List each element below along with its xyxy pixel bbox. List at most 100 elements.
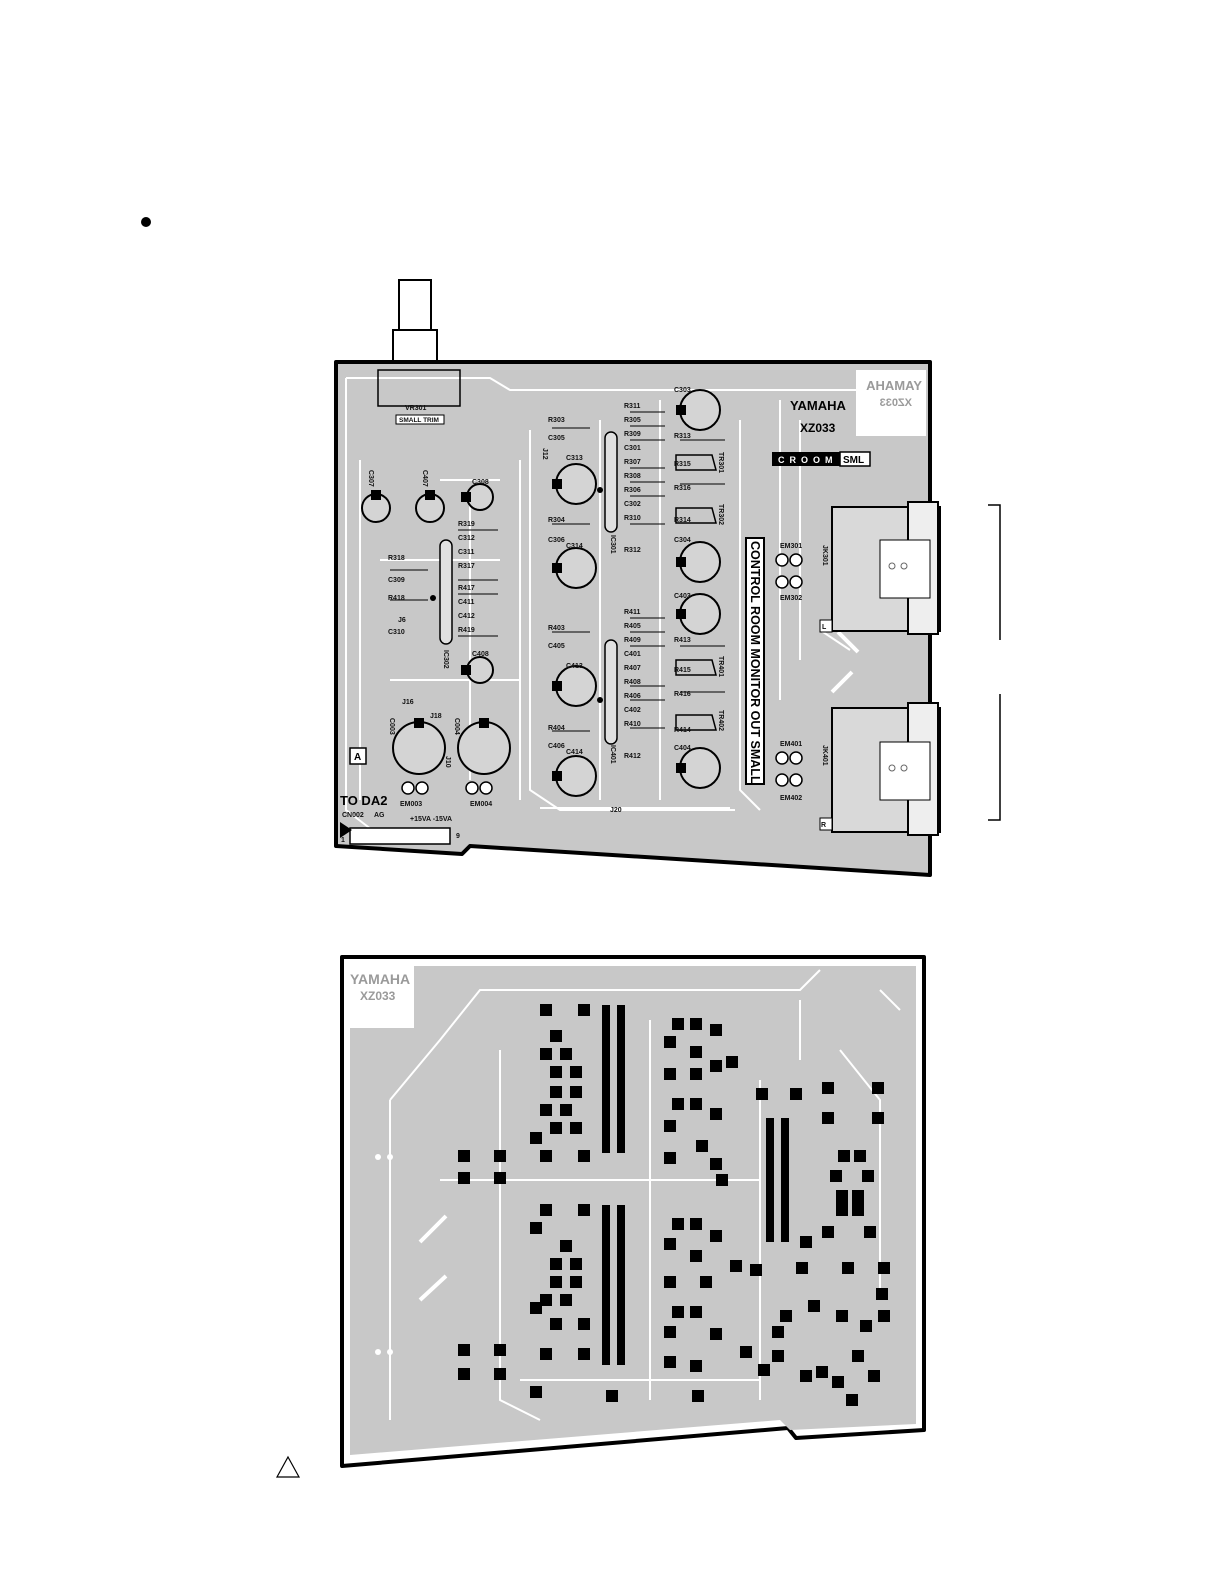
ref-c313: C313 (566, 455, 583, 462)
ref-r308: R308 (624, 473, 641, 480)
jack-jk401 (819, 702, 941, 836)
ref-r407: R407 (624, 665, 641, 672)
vertical-title: CONTROL ROOM MONITOR OUT SMALL (748, 541, 762, 784)
jack-r-label: R (821, 822, 826, 829)
ref-em302: EM302 (780, 595, 802, 602)
ref-r408: R408 (624, 679, 641, 686)
ref-c402: C402 (624, 707, 641, 714)
ref-ic302: IC302 (442, 650, 449, 669)
ref-r409: R409 (624, 637, 641, 644)
ref-r304: R304 (548, 517, 565, 524)
ref-c306: C306 (548, 537, 565, 544)
ref-c405: C405 (548, 643, 565, 650)
ref-c305: C305 (548, 435, 565, 442)
ref-r319: R319 (458, 521, 475, 528)
ref-j20: J20 (610, 807, 622, 814)
capacitors (361, 389, 721, 797)
ref-jk301: JK301 (821, 545, 828, 566)
ref-j12: J12 (541, 448, 548, 460)
croom-label: CROOM (778, 455, 838, 465)
bottom-model-label: XZ033 (360, 989, 396, 1003)
ref-c407: C407 (421, 470, 428, 487)
ref-r306: R306 (624, 487, 641, 494)
ref-tr301: TR301 (717, 452, 724, 473)
ref-r309: R309 (624, 431, 641, 438)
bottom-brand-label: YAMAHA (350, 971, 410, 987)
ref-r318: R318 (388, 555, 405, 562)
ref-r305: R305 (624, 417, 641, 424)
caution-triangle-icon (275, 1455, 301, 1478)
transistors (675, 454, 717, 731)
ref-ic401: IC401 (609, 745, 616, 764)
ref-c308: C308 (472, 479, 489, 486)
traces (345, 377, 920, 837)
em-beads (401, 553, 803, 795)
model-mirrored: XZ033 (880, 397, 912, 409)
ref-r406: R406 (624, 693, 641, 700)
ref-r415: R415 (674, 667, 691, 674)
ref-r310: R310 (624, 515, 641, 522)
ag-label: AG (374, 812, 385, 819)
ref-j10: J10 (444, 756, 451, 768)
ref-r417: R417 (458, 585, 475, 592)
ref-c413: C413 (566, 663, 583, 670)
ref-r314: R314 (674, 517, 691, 524)
ref-em402: EM402 (780, 795, 802, 802)
ref-c307: C307 (367, 470, 374, 487)
ref-em401: EM401 (780, 741, 802, 748)
ref-c404: C404 (674, 745, 691, 752)
resistor-lines (390, 411, 725, 732)
model-label: XZ033 (800, 421, 836, 435)
ref-c414: C414 (566, 749, 583, 756)
to-da2-label: TO DA2 (340, 793, 387, 808)
ref-j16: J16 (402, 699, 414, 706)
ref-em004: EM004 (470, 801, 492, 808)
ref-c411: C411 (458, 599, 474, 606)
solder-pads (458, 1004, 890, 1406)
marker-a-label: A (354, 752, 361, 763)
ref-r316: R316 (674, 485, 691, 492)
ics (439, 431, 618, 745)
ref-r416: R416 (674, 691, 691, 698)
jack-l-label: L (822, 624, 827, 631)
ref-c406: C406 (548, 743, 565, 750)
ref-jk401: JK401 (821, 745, 828, 766)
vr301-label: VR301 (405, 405, 427, 412)
ref-r419: R419 (458, 627, 475, 634)
ref-r405: R405 (624, 623, 641, 630)
ref-c311: C311 (458, 549, 474, 556)
ref-c401: C401 (624, 651, 641, 658)
ref-r311: R311 (624, 403, 640, 410)
cap-pads (371, 405, 686, 781)
ref-c304: C304 (674, 537, 691, 544)
ref-c403: C403 (674, 593, 691, 600)
ref-c003: C003 (388, 718, 395, 735)
ref-ic301: IC301 (609, 535, 616, 554)
small-trim-label: SMALL TRIM (399, 417, 439, 424)
potentiometer-shaft (374, 279, 462, 365)
ref-c312: C312 (458, 535, 475, 542)
ref-tr302: TR302 (717, 504, 724, 525)
ref-r317: R317 (458, 563, 475, 570)
ref-r418: R418 (388, 595, 405, 602)
pin1-label: 1 (341, 837, 345, 844)
ref-c302: C302 (624, 501, 641, 508)
ref-r410: R410 (624, 721, 641, 728)
ref-tr401: TR401 (717, 656, 724, 677)
ref-r303: R303 (548, 417, 565, 424)
ref-r312: R312 (624, 547, 641, 554)
ref-r412: R412 (624, 753, 641, 760)
ref-j18: J18 (430, 713, 442, 720)
ref-c303: C303 (674, 387, 691, 394)
brand-mirrored: YAMAHA (866, 378, 922, 393)
ref-j6: J6 (398, 617, 406, 624)
ref-c004: C004 (453, 718, 460, 735)
ref-c301: C301 (624, 445, 641, 452)
ref-r414: R414 (674, 727, 691, 734)
ref-r411: R411 (624, 609, 640, 616)
pin9-label: 9 (456, 833, 460, 840)
cn002-label: CN002 (342, 812, 364, 819)
